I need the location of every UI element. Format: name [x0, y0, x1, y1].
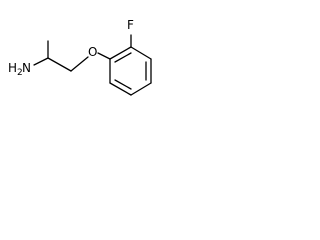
oxygen-label: O	[88, 45, 97, 59]
ring-double-bond-1	[114, 52, 132, 63]
ring-bond-c2-c3	[130, 46, 152, 60]
bond-set	[33, 34, 152, 96]
ring-bond-c5-c6	[109, 82, 132, 96]
bond-ch2-o	[70, 56, 89, 72]
fluorine-label: F	[127, 18, 134, 32]
bond-o-ring	[97, 52, 111, 60]
chemical-structure-diagram: H 2 N O F	[8, 18, 152, 96]
amine-subscript-label: 2	[17, 68, 23, 78]
ring-double-bond-3	[114, 79, 132, 90]
amine-h-label: H	[8, 61, 17, 75]
atom-labels: H 2 N O F	[8, 18, 134, 78]
bond-n-c2	[33, 57, 49, 66]
ring-bond-c4-c5	[130, 82, 152, 96]
amine-n-label: N	[22, 61, 31, 75]
ring-bond-c1-c2	[109, 46, 132, 60]
bond-c2-ch2	[47, 57, 72, 72]
